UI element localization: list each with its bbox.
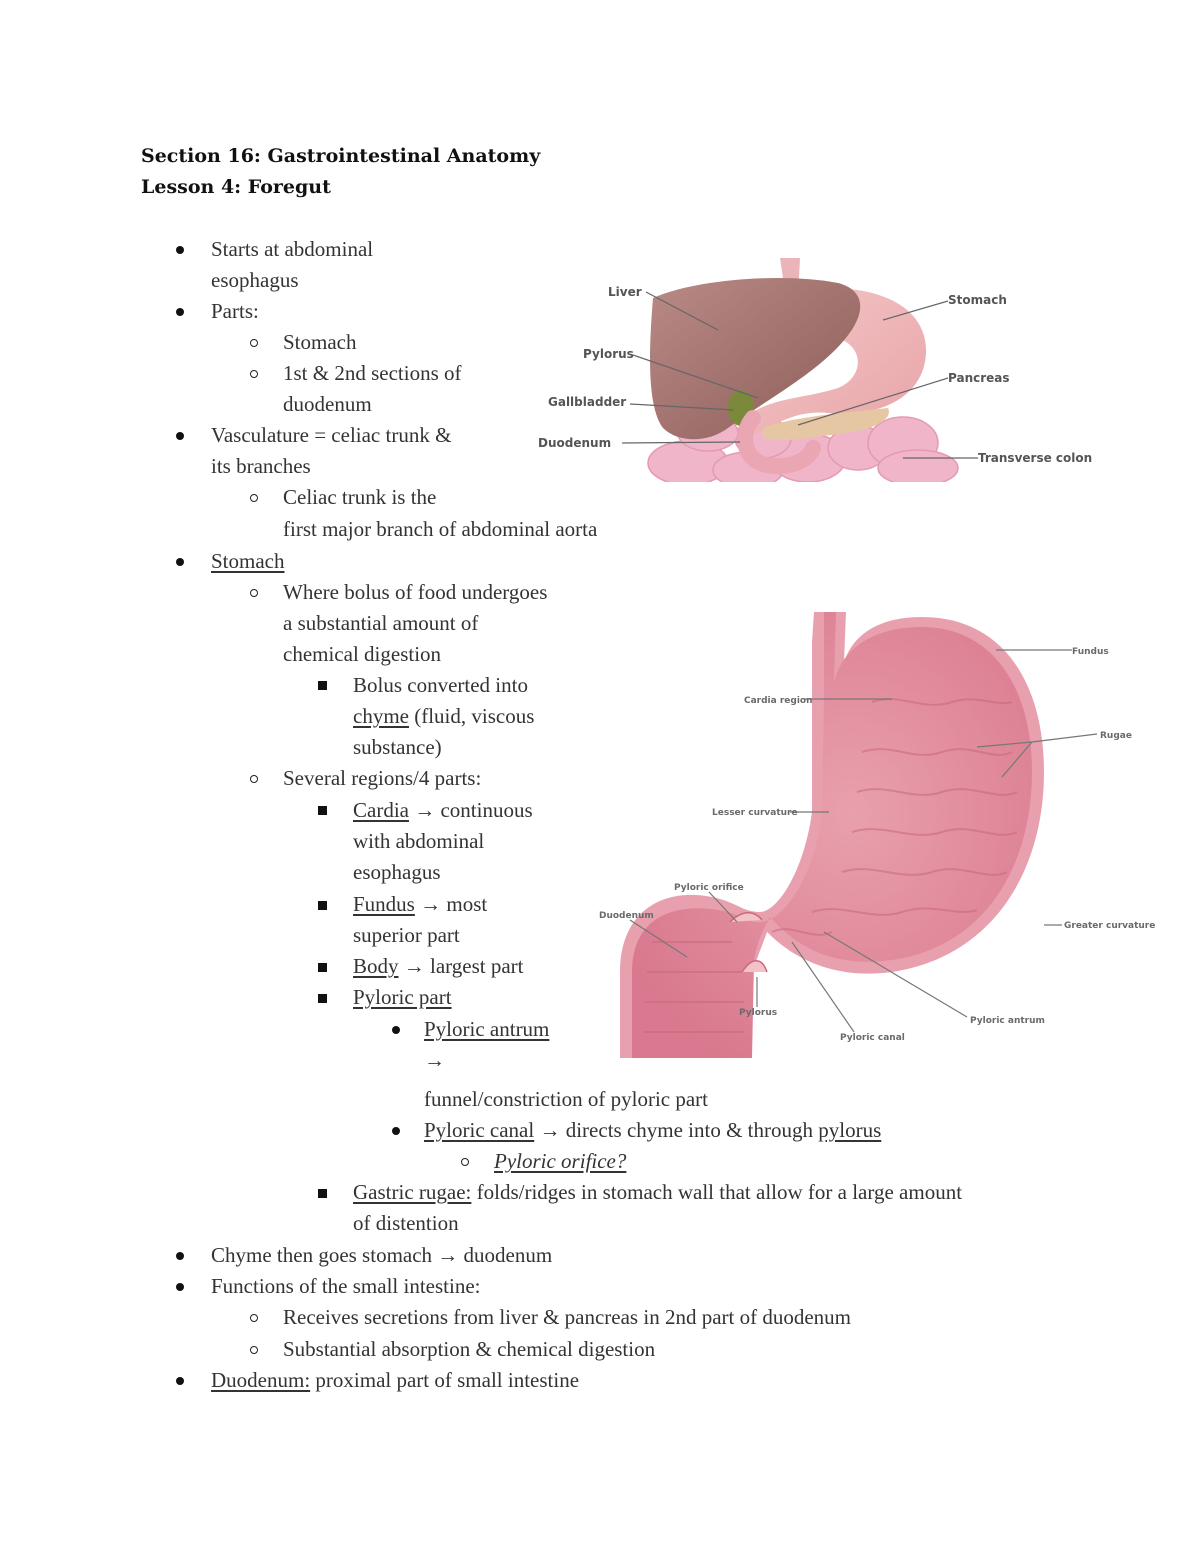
duodenum-shape [737,410,821,475]
note-line: Pyloric canal → directs chyme into & thr… [424,1118,882,1142]
rugae-folds [644,698,1018,1033]
chyme-term: chyme [353,704,409,728]
label-pancreas: Pancreas [948,371,1010,385]
note-line: Pyloric antrum [424,1017,550,1041]
lesson-title: Lesson 4: Foregut [141,176,331,198]
label-pylorus: Pylorus [739,1008,777,1018]
note-line: superior part [353,923,460,947]
note-line: Chyme then goes stomach → duodenum [211,1243,553,1267]
bullet-circle [250,370,258,378]
note-line: of distention [353,1211,459,1235]
fundus-term: Fundus [353,892,415,916]
note-line: Bolus converted into [353,673,528,697]
pancreas-shape [763,408,889,441]
bullet-dot [176,308,184,316]
label-stomach: Stomach [948,293,1007,307]
note-line: chyme (fluid, viscous [353,704,535,728]
cardia-term: Cardia [353,798,409,822]
note-line: substance) [353,735,442,759]
label-lesser-curvature: Lesser curvature [712,808,798,818]
note-line: Vasculature = celiac trunk & [211,423,452,447]
note-line: Pyloric part [353,985,452,1009]
bullet-square [318,994,327,1003]
bullet-dot [176,432,184,440]
note-line: → [424,1048,445,1072]
label-duodenum: Duodenum [599,911,654,921]
bullet-circle [461,1158,469,1166]
note-line: Stomach [283,330,357,354]
label-rugae: Rugae [1100,731,1132,741]
bullet-dot [392,1026,400,1034]
note-line: Functions of the small intestine: [211,1274,481,1298]
note-line: Cardia → continuous [353,798,533,822]
label-transverse-colon: Transverse colon [978,451,1092,465]
note-line: Where bolus of food undergoes [283,580,548,604]
note-line: duodenum [283,392,372,416]
bullet-circle [250,494,258,502]
bullet-dot [176,1252,184,1260]
pyloric-canal-term: Pyloric canal [424,1118,535,1142]
note-line: Pyloric orifice? [494,1149,627,1173]
note-line: Stomach [211,549,285,573]
note-line: a substantial amount of [283,611,479,635]
note-line: 1st & 2nd sections of [283,361,462,385]
note-line: Substantial absorption & chemical digest… [283,1337,656,1361]
note-line: chemical digestion [283,642,442,666]
note-line: Fundus → most [353,892,488,916]
bullet-dot [176,1377,184,1385]
pylorus-sphincter [741,960,768,973]
note-line: with abdominal [353,829,485,853]
bullet-circle [250,1314,258,1322]
label-gallbladder: Gallbladder [548,395,626,409]
label-duodenum: Duodenum [538,436,611,450]
foregut-overview-figure: Liver Stomach Pylorus Pancreas Gallbladd… [538,258,1092,482]
pylorus-sphincter-top [729,912,763,923]
label-greater-curvature: Greater curvature [1064,921,1155,931]
pylorus-term: pylorus [818,1118,882,1142]
note-line: Celiac trunk is the [283,485,437,509]
bullet-dot [392,1127,400,1135]
stomach-shape [741,288,927,436]
bullet-dot [176,558,184,566]
stomach-regions-figure: Fundus Cardia region Rugae Lesser curvat… [599,612,1155,1058]
bullet-circle [250,775,258,783]
note-line: Parts: [211,299,259,323]
note-line: esophagus [211,268,299,292]
note-line: Receives secretions from liver & pancrea… [283,1305,851,1329]
gastric-rugae-term: Gastric rugae: [353,1180,472,1204]
note-line: Duodenum: proximal part of small intesti… [211,1368,580,1392]
note-line: first major branch of abdominal aorta [283,517,598,541]
note-line: Several regions/4 parts: [283,766,482,790]
note-line: Gastric rugae: folds/ridges in stomach w… [353,1180,963,1204]
bullet-square [318,806,327,815]
label-liver: Liver [608,285,642,299]
label-fundus: Fundus [1072,647,1109,657]
label-pyloric-antrum: Pyloric antrum [970,1016,1045,1026]
duodenum-term: Duodenum: [211,1368,311,1392]
bullet-dot [176,1283,184,1291]
bullet-dot [176,246,184,254]
bullet-square [318,901,327,910]
bullet-circle [250,339,258,347]
note-line: its branches [211,454,311,478]
liver-shape [650,278,861,440]
bullet-square [318,1189,327,1198]
label-pyloric-orifice: Pyloric orifice [674,883,744,893]
section-title: Section 16: Gastrointestinal Anatomy [141,145,541,167]
bullet-square [318,681,327,690]
bullet-circle [250,1346,258,1354]
label-pylorus: Pylorus [583,347,634,361]
note-line: Body → largest part [353,954,524,978]
note-line: esophagus [353,860,441,884]
stomach-lining [632,612,1032,1058]
bullet-circle [250,589,258,597]
body-term: Body [353,954,399,978]
note-line: funnel/constriction of pyloric part [424,1087,709,1111]
label-cardia-region: Cardia region [744,696,813,706]
bullet-square [318,963,327,972]
note-line: Starts at abdominal [211,237,374,261]
label-pyloric-canal: Pyloric canal [840,1033,905,1043]
